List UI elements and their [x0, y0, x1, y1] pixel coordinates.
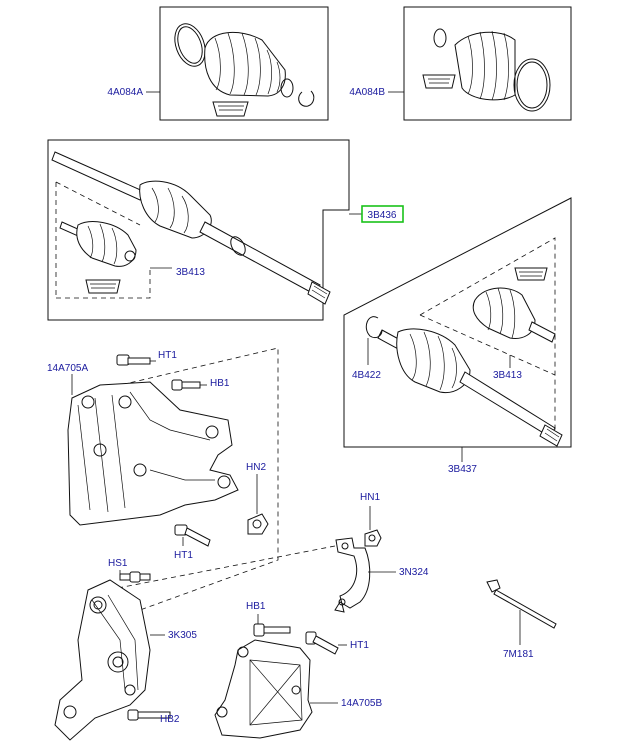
- callout-nut-hn2[interactable]: HN2: [246, 462, 266, 473]
- callout-nut-hn1[interactable]: HN1: [360, 492, 380, 503]
- callout-bolt-hb1-bottom[interactable]: HB1: [246, 601, 266, 612]
- callout-front-drive-shaft-rh[interactable]: 3B437: [448, 464, 477, 475]
- callout-bracket-lower[interactable]: 14A705B: [341, 698, 382, 709]
- clamp-ring-inner-icon: [513, 58, 551, 112]
- callout-bracket-upper[interactable]: 14A705A: [47, 363, 88, 374]
- circlip-icon: [298, 90, 315, 107]
- grease-sachet-lh-icon: [85, 279, 121, 294]
- stud-hs1-icon: [119, 571, 151, 583]
- boot-kit-inner-box: [403, 6, 572, 121]
- bolt-ht1-top-icon: [116, 354, 151, 366]
- front-drive-shaft-rh-group[interactable]: 3B413 4B422 3B437: [343, 197, 572, 475]
- boot-kit-outer-box: [159, 6, 329, 121]
- callout-cable-tie[interactable]: 7M181: [503, 649, 534, 660]
- boot-kit-inner-group[interactable]: 4A084B: [349, 6, 572, 121]
- bolt-hb1-top-icon: [171, 379, 201, 391]
- callout-stud-hs1[interactable]: HS1: [108, 558, 128, 569]
- strap-3n324-group[interactable]: 3N324 HN1: [117, 492, 429, 613]
- bolt-ht1-mid-icon: [174, 524, 211, 547]
- small-clamp-inner-icon: [433, 28, 447, 48]
- callout-cv-joint-lh[interactable]: 3B413: [176, 267, 205, 278]
- bellows-boot-inner-icon: [454, 30, 516, 101]
- clamp-ring-icon: [174, 23, 206, 67]
- strap-3n324-icon: [334, 537, 371, 613]
- front-drive-shaft-lh-group[interactable]: 3B413 3B436: [47, 139, 404, 321]
- bolt-hb1-bottom-icon: [253, 623, 291, 637]
- callout-boot-kit-inner[interactable]: 4A084B: [349, 87, 385, 98]
- nut-hn2-icon: [247, 513, 269, 535]
- grease-sachet-rh-icon: [514, 267, 548, 281]
- callout-bearing-support[interactable]: 3K305: [168, 630, 197, 641]
- boot-kit-outer-group[interactable]: 4A084A: [107, 6, 329, 121]
- cable-tie-group[interactable]: 7M181: [486, 579, 557, 660]
- drive-shaft-lh-icon: [51, 151, 331, 305]
- bracket-lower-icon: [214, 639, 313, 739]
- bolt-hb2-icon: [127, 709, 171, 721]
- grease-sachet-icon: [212, 101, 249, 117]
- bolt-ht1-bottom-icon: [305, 631, 339, 655]
- callout-bolt-hb2[interactable]: HB2: [160, 714, 180, 725]
- nut-hn1-icon: [364, 529, 382, 547]
- bearing-support-icon: [54, 579, 151, 741]
- small-clamp-icon: [280, 78, 294, 98]
- bracket-lower-group[interactable]: HB1 HT1 14A705B: [214, 601, 382, 739]
- bearing-support-group[interactable]: HS1 3K305 HB2: [54, 558, 197, 741]
- bellows-boot-icon: [204, 31, 286, 97]
- cv-joint-rh-icon: [472, 287, 556, 343]
- callout-bolt-ht1-mid[interactable]: HT1: [174, 550, 193, 561]
- callout-front-drive-shaft-lh[interactable]: 3B436: [368, 210, 397, 221]
- cv-joint-lh-icon: [59, 221, 137, 267]
- cable-tie-icon: [486, 579, 557, 629]
- callout-bolt-ht1-top[interactable]: HT1: [158, 350, 177, 361]
- callout-cv-joint-rh[interactable]: 3B413: [493, 370, 522, 381]
- highlight-frame-drive-shaft-lh: [361, 205, 404, 223]
- callout-bolt-hb1-top[interactable]: HB1: [210, 378, 230, 389]
- callout-circlip[interactable]: 4B422: [352, 370, 381, 381]
- circlip-rh-icon: [365, 316, 383, 339]
- bracket-upper-group[interactable]: 14A705A HT1 HB1 HN2 HT1: [47, 347, 279, 619]
- drive-shaft-rh-box: [343, 197, 572, 448]
- callout-bolt-ht1-bottom[interactable]: HT1: [350, 640, 369, 651]
- callout-strap-3n324[interactable]: 3N324: [399, 567, 429, 578]
- drive-shaft-lh-box: [47, 139, 350, 321]
- bracket-upper-icon: [67, 381, 239, 526]
- callout-boot-kit-outer[interactable]: 4A084A: [107, 87, 143, 98]
- grease-sachet-inner-icon: [422, 74, 456, 89]
- drive-shaft-rh-icon: [377, 328, 563, 447]
